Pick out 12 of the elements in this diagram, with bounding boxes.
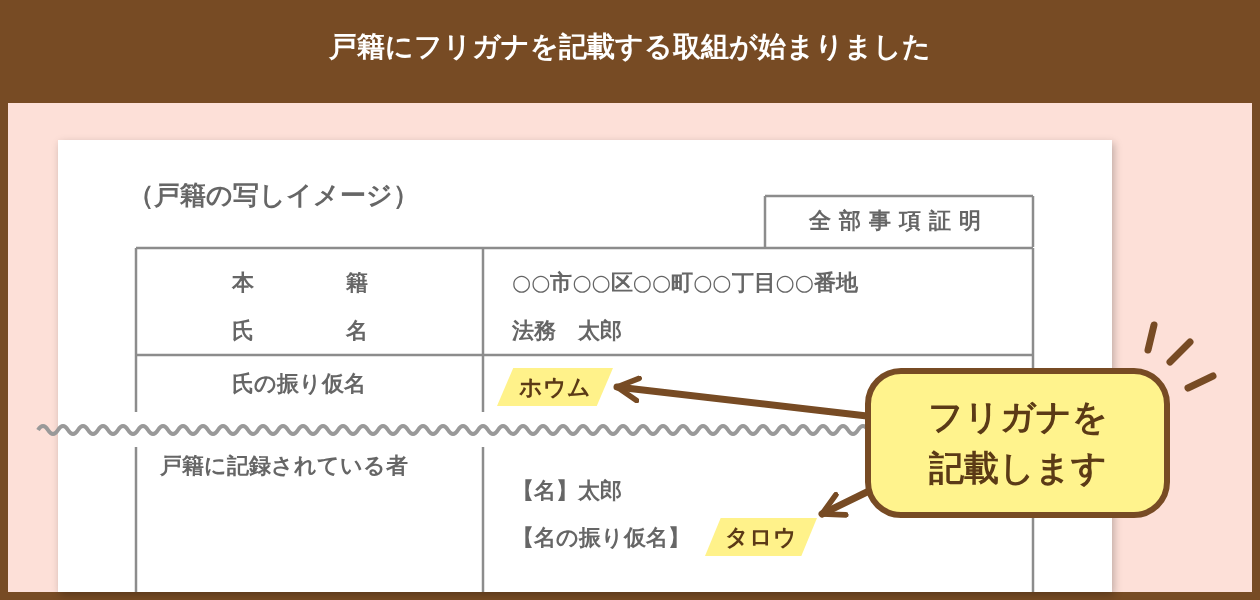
field-label: 氏名 [232, 318, 368, 345]
callout-bubble: フリガナを記載します [865, 368, 1170, 518]
field-value: ○○市○○区○○町○○丁目○○番地 [512, 270, 858, 297]
certificate-heading: 全部事項証明 [808, 208, 990, 235]
title: 戸籍にフリガナを記載する取組が始まりました [329, 29, 931, 65]
field-value: 法務 太郎 [512, 318, 622, 345]
caption-text: （戸籍の写しイメージ） [128, 180, 419, 212]
field-value: 【名の振り仮名】 [512, 525, 690, 552]
field-label: 氏の振り仮名 [232, 371, 366, 398]
field-label: 戸籍に記録されている者 [160, 453, 408, 480]
field-label: 本籍 [232, 270, 368, 297]
field-value: 【名】太郎 [512, 478, 622, 505]
